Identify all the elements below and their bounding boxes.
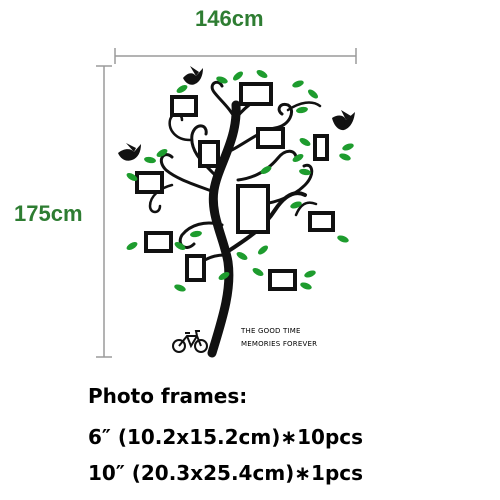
tree-branch: [294, 201, 318, 217]
spec-line-small-frames: 6″ (10.2x15.2cm)∗10pcs: [88, 425, 364, 449]
photo-frame: [170, 95, 198, 117]
bird-icon: [118, 143, 141, 161]
leaf: [260, 166, 272, 174]
dimension-guides: [96, 48, 357, 358]
leaf: [216, 76, 228, 84]
leaf: [290, 201, 302, 209]
leaf: [256, 70, 268, 78]
photo-frame: [239, 82, 273, 106]
leaf: [174, 284, 186, 292]
bicycle-icon: [172, 330, 208, 353]
tree-trunk: [207, 100, 241, 358]
leaf: [144, 156, 156, 164]
tree-branch: [159, 153, 216, 194]
leaf: [296, 106, 308, 114]
leaf: [337, 235, 349, 243]
leaf: [252, 268, 264, 276]
leaf: [292, 154, 304, 162]
bird-icon: [332, 110, 355, 131]
tree-branch: [286, 101, 322, 112]
leaf: [236, 252, 248, 260]
leaf: [304, 270, 316, 278]
photo-frame: [256, 127, 285, 149]
photo-frame: [144, 231, 173, 253]
leaf: [339, 153, 351, 161]
photo-frame: [185, 254, 206, 282]
photo-frames: [135, 82, 335, 291]
leaves: [126, 70, 354, 292]
tree-branch: [210, 80, 238, 122]
bird-icon: [183, 66, 203, 85]
photo-frame: [313, 134, 329, 161]
leaf: [258, 245, 268, 255]
tree-branch: [178, 221, 224, 249]
leaf: [176, 85, 188, 93]
leaf: [299, 168, 311, 176]
tree-branch: [168, 112, 192, 142]
leaf: [233, 71, 243, 81]
leaf: [126, 173, 138, 181]
leaf: [126, 242, 138, 250]
width-dimension-label: 146cm: [195, 6, 264, 31]
leaf: [292, 80, 304, 88]
leaf: [342, 143, 354, 151]
leaf: [218, 272, 230, 280]
tree: [148, 80, 322, 358]
tree-branch: [230, 102, 293, 152]
tagline-line-2: MEMORIES FOREVER: [241, 340, 318, 348]
leaf: [300, 282, 312, 290]
photo-frame: [308, 211, 335, 232]
height-dimension-label: 175cm: [14, 201, 83, 226]
leaf: [156, 149, 168, 157]
photo-frame: [135, 171, 164, 194]
leaf: [299, 138, 311, 146]
spec-title: Photo frames:: [88, 384, 248, 408]
photo-frame: [268, 269, 297, 291]
photo-frame: [236, 184, 270, 234]
photo-frame: [198, 140, 220, 168]
leaf: [190, 230, 202, 238]
tree-branch: [236, 149, 298, 182]
leaf: [174, 242, 186, 250]
leaf: [308, 89, 318, 99]
tagline-line-1: THE GOOD TIME: [241, 327, 301, 335]
spec-line-large-frame: 10″ (20.3x25.4cm)∗1pcs: [88, 461, 364, 485]
